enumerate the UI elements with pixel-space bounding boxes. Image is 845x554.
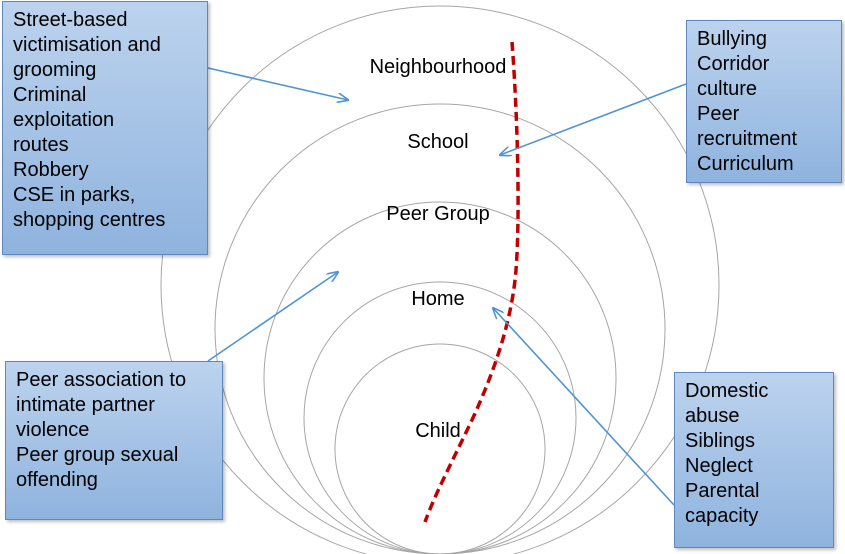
callout-line: Peer association to — [16, 369, 187, 391]
trajectory-dashed-line — [423, 41, 520, 523]
callout-line: grooming — [13, 59, 97, 81]
ring-label-school: School — [407, 131, 468, 153]
ring-label-peer-group: Peer Group — [386, 203, 489, 225]
callout-line: Domestic — [685, 380, 769, 402]
callout-line: Bullying — [697, 28, 768, 50]
ring-peer-group — [263, 201, 617, 554]
callout-line: Peer — [697, 103, 740, 125]
callout-neighbourhood: Street-based victimisation and grooming … — [2, 1, 208, 255]
callout-line: Corridor — [697, 53, 770, 75]
callout-line: Parental — [685, 480, 760, 502]
callout-line: routes — [13, 134, 69, 156]
callout-line: violence — [16, 419, 90, 441]
callout-line: Street-based — [13, 9, 128, 31]
callout-line: recruitment — [697, 128, 798, 150]
ring-neighbourhood — [160, 5, 720, 554]
callout-line: Peer group sexual — [16, 444, 179, 466]
callout-line: Criminal — [13, 84, 87, 106]
callout-line: intimate partner — [16, 394, 155, 416]
callout-line: abuse — [685, 405, 740, 427]
arrow-to-peer-group — [207, 272, 338, 362]
ring-label-home: Home — [411, 288, 464, 310]
callout-line: Robbery — [13, 159, 89, 181]
callout-line: offending — [16, 469, 98, 491]
callout-peer-group: Peer association to intimate partner vio… — [5, 361, 223, 520]
ring-child — [334, 343, 546, 554]
callout-line: victimisation and — [13, 34, 161, 56]
callout-line: CSE in parks, — [13, 184, 136, 206]
callout-line: culture — [697, 78, 758, 100]
callout-line: shopping centres — [13, 209, 166, 231]
callout-line: capacity — [685, 505, 759, 527]
ring-home — [303, 281, 577, 554]
arrow-to-neighbourhood — [207, 67, 348, 100]
ring-school — [214, 103, 666, 554]
arrow-to-home — [493, 308, 675, 506]
callout-school: Bullying Corridor culture Peer recruitme… — [686, 20, 842, 183]
callout-home: Domestic abuse Siblings Neglect Parental… — [674, 372, 834, 548]
callout-line: Curriculum — [697, 153, 794, 175]
callout-line: Neglect — [685, 455, 753, 477]
arrow-to-school — [500, 83, 687, 155]
ring-label-child: Child — [415, 420, 461, 442]
ring-label-neighbourhood: Neighbourhood — [370, 56, 507, 78]
callout-line: exploitation — [13, 109, 115, 131]
callout-line: Siblings — [685, 430, 756, 452]
